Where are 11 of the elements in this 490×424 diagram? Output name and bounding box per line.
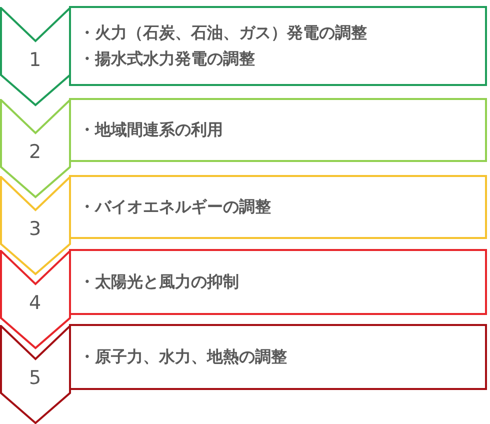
step-number: 3: [28, 218, 42, 240]
step-number: 5: [28, 367, 42, 389]
bullet-text: ・火力（石炭、石油、ガス）発電の調整: [79, 22, 368, 44]
bullet-text: ・地域間連系の利用: [79, 119, 224, 141]
step-number: 2: [28, 141, 42, 163]
step-number: 1: [28, 49, 42, 71]
bullet-text: ・原子力、水力、地熱の調整: [79, 346, 288, 368]
bullet-text: ・バイオエネルギーの調整: [79, 196, 272, 218]
bullet-text: ・揚水式水力発電の調整: [79, 48, 256, 70]
step-number: 4: [28, 292, 42, 314]
bullet-text: ・太陽光と風力の抑制: [79, 271, 240, 293]
